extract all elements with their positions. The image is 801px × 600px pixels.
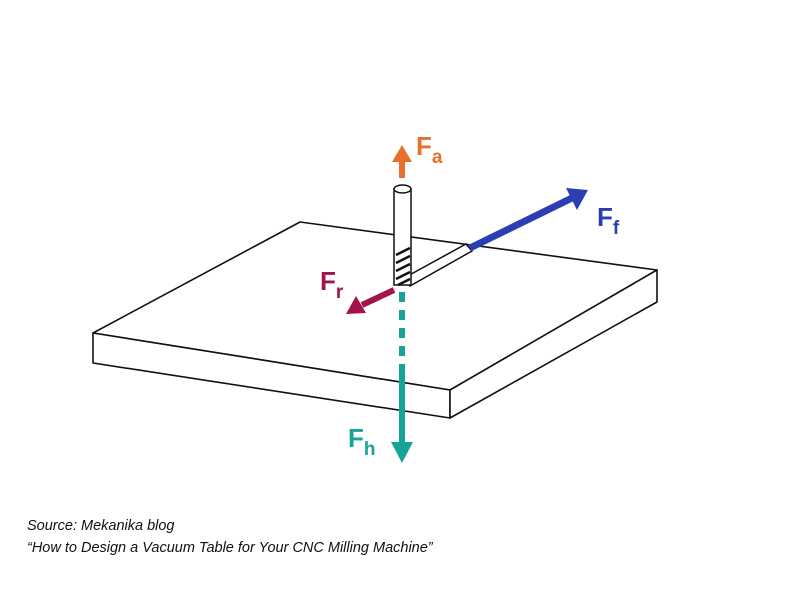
plate-side-face (449, 269, 658, 419)
caption-title: “How to Design a Vacuum Table for Your C… (27, 540, 433, 556)
feed-force-label: Ff (597, 202, 620, 239)
workpiece-plate (92, 221, 658, 419)
holding-force-label: Fh (348, 423, 376, 460)
axial-force-label: Fa (416, 131, 443, 168)
caption-source: Source: Mekanika blog (27, 518, 175, 534)
feed-force-arrow (468, 188, 588, 252)
radial-force-arrow (346, 287, 396, 314)
axial-force-arrow (392, 145, 412, 178)
radial-force-label: Fr (320, 266, 344, 303)
holding-force-arrow (391, 292, 413, 463)
end-mill-tool (393, 184, 412, 287)
